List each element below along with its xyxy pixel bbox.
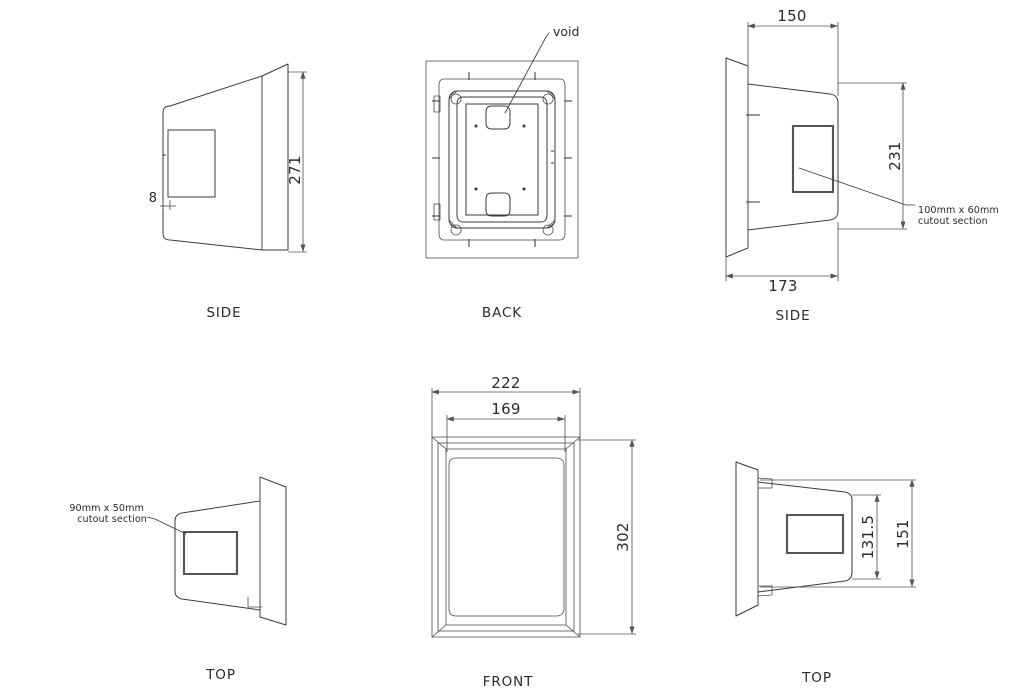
annotation-cutout-100-line1: 100mm x 60mm bbox=[918, 205, 999, 216]
annotation-cutout-100-line2: cutout section bbox=[918, 216, 988, 227]
mount-hole-dot bbox=[522, 187, 526, 191]
view-label-top-right: TOP bbox=[801, 670, 832, 686]
dim-151: 151 bbox=[894, 519, 912, 549]
view-top-bottom-right: 131.5 151 TOP bbox=[735, 461, 916, 686]
view-front-bottom-center: 222 169 302 FRONT bbox=[431, 374, 636, 690]
view-label-back: BACK bbox=[482, 305, 522, 321]
annotation-void: void bbox=[553, 24, 579, 39]
annotation-cutout-90-line1: 90mm x 50mm bbox=[69, 503, 144, 514]
view-back-top-center: void BACK bbox=[425, 24, 579, 321]
view-label-side-left: SIDE bbox=[206, 305, 241, 321]
dim-131-5: 131.5 bbox=[859, 515, 877, 559]
dim-231: 231 bbox=[886, 141, 904, 171]
dim-150: 150 bbox=[777, 7, 807, 25]
view-side-top-right: 150 173 231 100mm x 60mm cutout section … bbox=[725, 7, 999, 324]
dim-169: 169 bbox=[491, 400, 521, 418]
dim-222: 222 bbox=[491, 374, 521, 392]
dim-271: 271 bbox=[286, 155, 304, 185]
dim-173: 173 bbox=[768, 277, 798, 295]
annotation-cutout-90-line2: cutout section bbox=[77, 514, 147, 525]
mount-hole-dot bbox=[474, 124, 478, 128]
view-label-top-left: TOP bbox=[205, 667, 236, 683]
view-side-top-left: 271 8 SIDE bbox=[149, 63, 307, 321]
dim-8: 8 bbox=[149, 191, 157, 206]
view-label-front: FRONT bbox=[483, 674, 534, 690]
view-top-bottom-left: 90mm x 50mm cutout section TOP bbox=[69, 476, 287, 683]
mount-hole-dot bbox=[474, 187, 478, 191]
view-label-side-right: SIDE bbox=[775, 308, 810, 324]
dim-302: 302 bbox=[614, 522, 632, 552]
mount-hole-dot bbox=[522, 124, 526, 128]
